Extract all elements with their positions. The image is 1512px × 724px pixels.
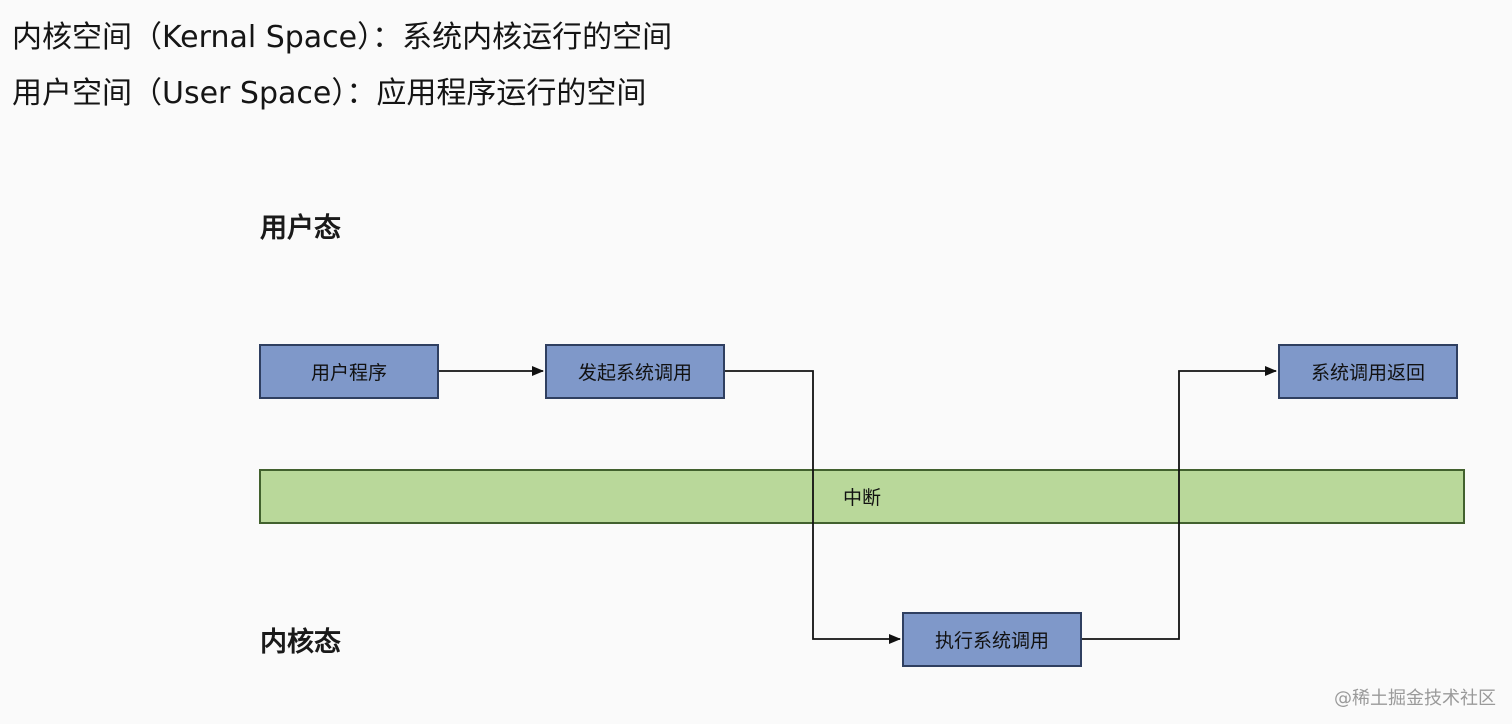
node-user-program: 用户程序 bbox=[259, 344, 439, 399]
node-exec-syscall: 执行系统调用 bbox=[902, 612, 1082, 667]
site-watermark: @稀土掘金技术社区 bbox=[1334, 688, 1496, 709]
node-syscall-start-label: 发起系统调用 bbox=[577, 362, 692, 384]
user-state-label: 用户态 bbox=[260, 213, 341, 244]
interrupt-band: 中断 bbox=[259, 469, 1465, 524]
node-user-program-label: 用户程序 bbox=[310, 362, 387, 384]
kernel-space-definition: 内核空间（Kernal Space）：系统内核运行的空间 bbox=[12, 20, 673, 55]
kernel-state-label: 内核态 bbox=[260, 627, 341, 658]
node-syscall-start: 发起系统调用 bbox=[545, 344, 725, 399]
node-syscall-return-label: 系统调用返回 bbox=[1310, 362, 1425, 384]
node-syscall-return: 系统调用返回 bbox=[1278, 344, 1458, 399]
user-space-definition: 用户空间（User Space）：应用程序运行的空间 bbox=[12, 76, 647, 111]
node-exec-syscall-label: 执行系统调用 bbox=[934, 630, 1049, 652]
interrupt-label: 中断 bbox=[842, 487, 881, 509]
